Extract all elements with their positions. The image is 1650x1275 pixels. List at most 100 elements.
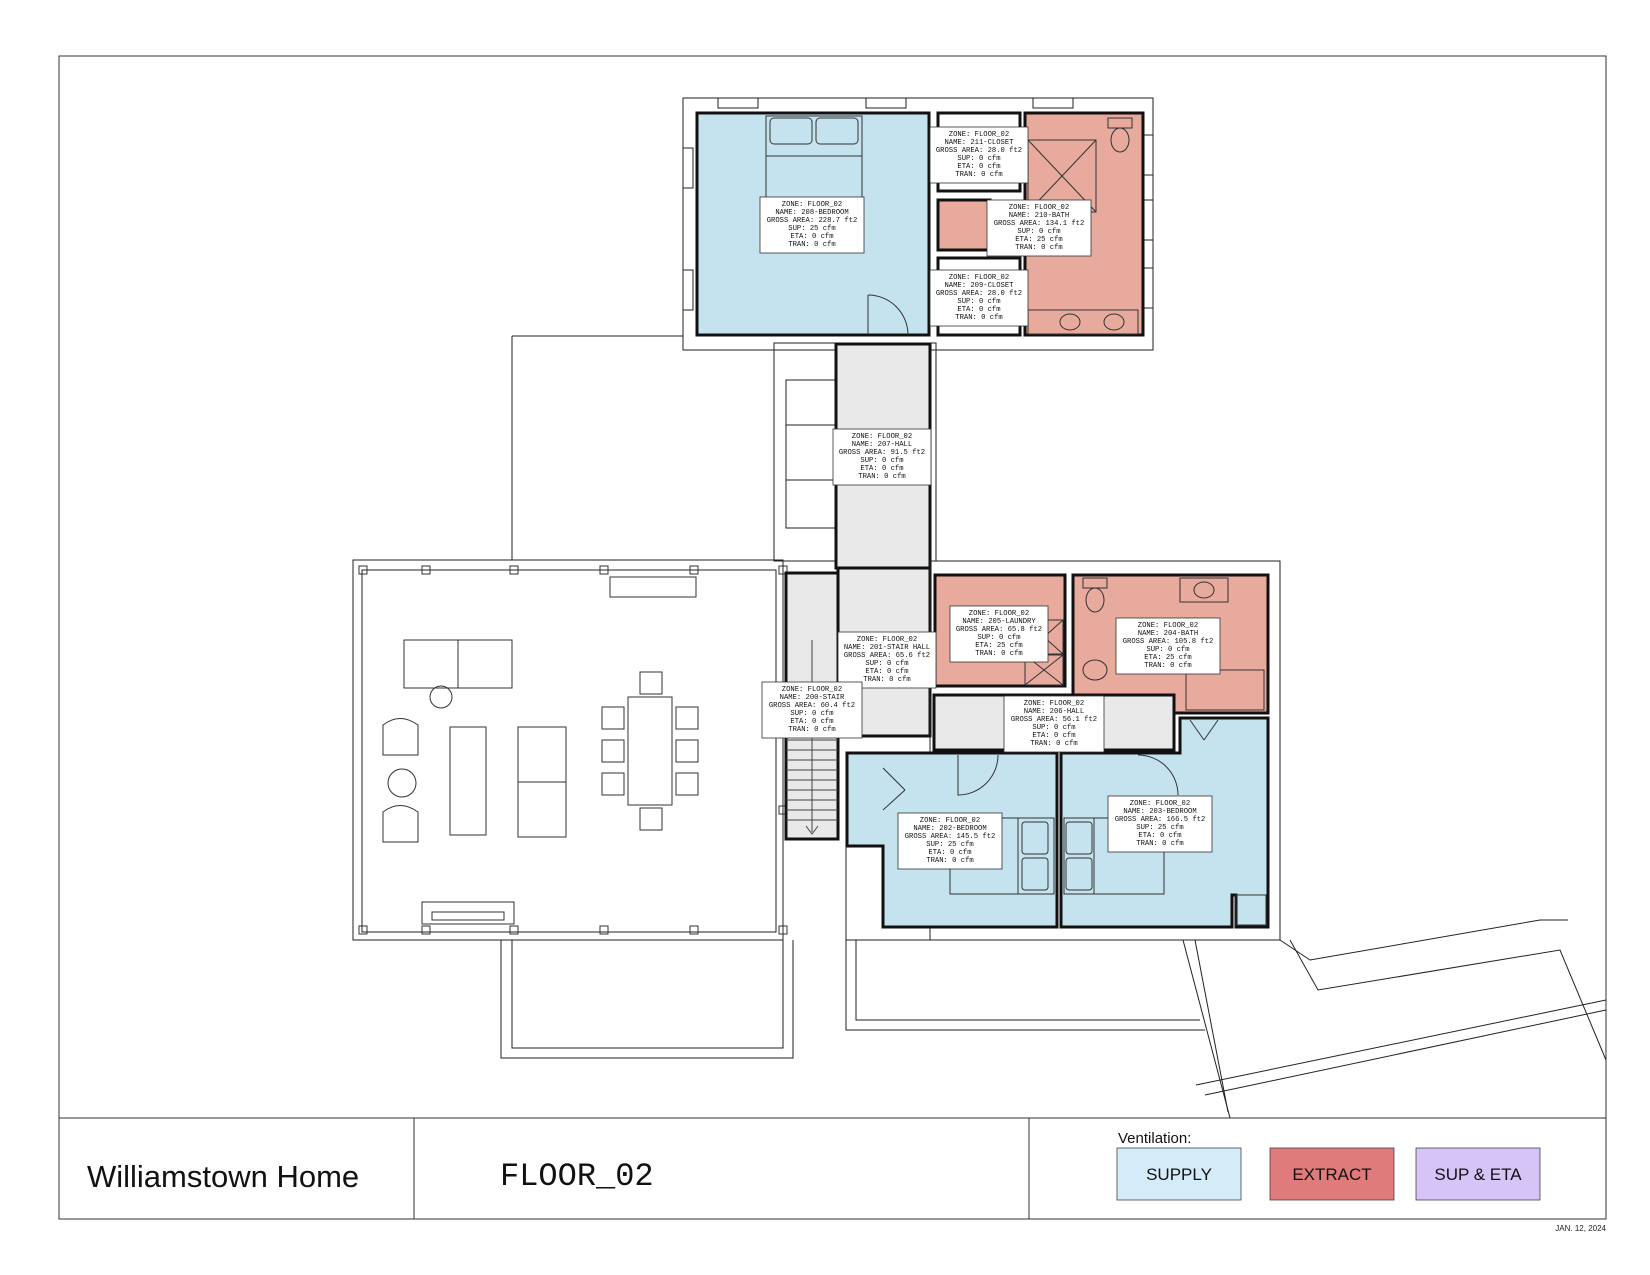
room-tag-box (986, 199, 1092, 257)
room-tag-eta: ETA: 0 cfm (860, 465, 903, 473)
living-furniture (382, 576, 699, 925)
room-tag-area: GROSS AREA: 65.8 ft2 (956, 626, 1042, 634)
door-swing-icon (867, 294, 909, 336)
sheet-date: JAN. 12, 2024 (1555, 1224, 1606, 1233)
ventilation-legend: SUPPLY EXTRACT SUP & ETA (1116, 1147, 1541, 1201)
legend-label: EXTRACT (1292, 1165, 1371, 1184)
room-tag-area: GROSS AREA: 166.5 ft2 (1115, 816, 1206, 824)
east-wing-walls (845, 560, 1568, 1119)
room-tag-zone: ZONE: FLOOR_02 (969, 610, 1029, 618)
room-tag-sup: SUP: 0 cfm (957, 155, 1000, 163)
living-area-walls (352, 559, 794, 1059)
room-tag-sup: SUP: 0 cfm (790, 710, 833, 718)
sheet-border (58, 55, 1607, 1220)
room-tag-zone: ZONE: FLOOR_02 (920, 817, 980, 825)
room-tag-name: NAME: 211-CLOSET (944, 139, 1014, 147)
room-tag-eta: ETA: 25 cfm (975, 642, 1022, 650)
room-tag-sup: SUP: 0 cfm (1017, 228, 1060, 236)
room-tag-tran: TRAN: 0 cfm (1136, 840, 1183, 848)
room-tag-eta: ETA: 0 cfm (790, 233, 833, 241)
room-tag-eta: ETA: 0 cfm (928, 849, 971, 857)
room-tag-eta: ETA: 0 cfm (865, 668, 908, 676)
room-tag-tran: TRAN: 0 cfm (858, 473, 905, 481)
legend-supply-button[interactable]: SUPPLY (1116, 1147, 1242, 1201)
room-tag-eta: ETA: 0 cfm (790, 718, 833, 726)
room-tag-eta: ETA: 0 cfm (957, 163, 1000, 171)
room-tag-area: GROSS AREA: 60.4 ft2 (769, 702, 855, 710)
legend-label: SUPPLY (1146, 1165, 1212, 1184)
room-tag-area: GROSS AREA: 105.8 ft2 (1123, 638, 1214, 646)
room-tag-area: GROSS AREA: 228.7 ft2 (767, 217, 858, 225)
room-tag-tran: TRAN: 0 cfm (788, 726, 835, 734)
room-tag-sup: SUP: 0 cfm (860, 457, 903, 465)
room-210-bath-nook (936, 198, 992, 252)
room-tag-zone: ZONE: FLOOR_02 (782, 201, 842, 209)
room-tag-tran: TRAN: 0 cfm (926, 857, 973, 865)
project-title: Williamstown Home (87, 1159, 359, 1194)
room-tag-box (1115, 617, 1221, 675)
title-block: Williamstown Home FLOOR_02 Ventilation: (59, 1117, 1606, 1219)
room-tag-area: GROSS AREA: 65.6 ft2 (844, 652, 930, 660)
room-tag-name: NAME: 204-BATH (1138, 630, 1198, 638)
room-tag-box (759, 196, 865, 254)
room-tag-sup: SUP: 0 cfm (977, 634, 1020, 642)
bed-203-icon (1063, 719, 1267, 926)
room-tag-zone: ZONE: FLOOR_02 (1130, 800, 1190, 808)
room-tag-zone: ZONE: FLOOR_02 (1024, 700, 1084, 708)
room-tag-box (929, 126, 1029, 184)
room-tag-box (761, 681, 863, 739)
sheet-name: FLOOR_02 (500, 1158, 654, 1195)
legend-swatch (1415, 1147, 1541, 1201)
room-tag-sup: SUP: 0 cfm (1146, 646, 1189, 654)
room-tag-name: NAME: 208-BEDROOM (775, 209, 848, 217)
room-tag-area: GROSS AREA: 56.1 ft2 (1011, 716, 1097, 724)
legend-sup_eta-button[interactable]: SUP & ETA (1415, 1147, 1541, 1201)
room-tag-area: GROSS AREA: 28.0 ft2 (936, 290, 1022, 298)
room-tag-area: GROSS AREA: 91.5 ft2 (839, 449, 925, 457)
room-tag-tran: TRAN: 0 cfm (788, 241, 835, 249)
room-tag-sup: SUP: 0 cfm (865, 660, 908, 668)
legend-label: SUP & ETA (1434, 1165, 1522, 1184)
room-tag-area: GROSS AREA: 134.1 ft2 (994, 220, 1085, 228)
room-tag-area: GROSS AREA: 145.5 ft2 (905, 833, 996, 841)
legend-extract-button[interactable]: EXTRACT (1269, 1147, 1395, 1201)
legend-swatch (1116, 1147, 1242, 1201)
room-tag-eta: ETA: 25 cfm (1144, 654, 1191, 662)
room-tag-sup: SUP: 0 cfm (957, 298, 1000, 306)
room-tag-sup: SUP: 25 cfm (1136, 824, 1183, 832)
room-tag-name: NAME: 201-STAIR HALL (844, 644, 930, 652)
toilet-icon (1107, 117, 1133, 153)
room-tag-box (897, 812, 1003, 870)
room-tag-zone: ZONE: FLOOR_02 (1009, 204, 1069, 212)
room-tag-tran: TRAN: 0 cfm (863, 676, 910, 684)
room-tag-zone: ZONE: FLOOR_02 (949, 131, 1009, 139)
room-tag-zone: ZONE: FLOOR_02 (949, 274, 1009, 282)
room-tag-tran: TRAN: 0 cfm (955, 171, 1002, 179)
room-tag-box (949, 605, 1049, 663)
room-tag-name: NAME: 203-BEDROOM (1123, 808, 1196, 816)
room-tag-name: NAME: 210-BATH (1009, 212, 1069, 220)
room-tag-sup: SUP: 25 cfm (788, 225, 835, 233)
room-tag-eta: ETA: 0 cfm (1032, 732, 1075, 740)
room-tag-name: NAME: 207-HALL (852, 441, 912, 449)
room-tag-eta: ETA: 0 cfm (1138, 832, 1181, 840)
room-tag-box (837, 631, 937, 689)
legend-swatch (1269, 1147, 1395, 1201)
room-tag-tran: TRAN: 0 cfm (1015, 244, 1062, 252)
room-tag-sup: SUP: 0 cfm (1032, 724, 1075, 732)
room-tag-zone: ZONE: FLOOR_02 (1138, 622, 1198, 630)
room-tag-tran: TRAN: 0 cfm (1030, 740, 1077, 748)
room-tag-box (1107, 795, 1213, 853)
